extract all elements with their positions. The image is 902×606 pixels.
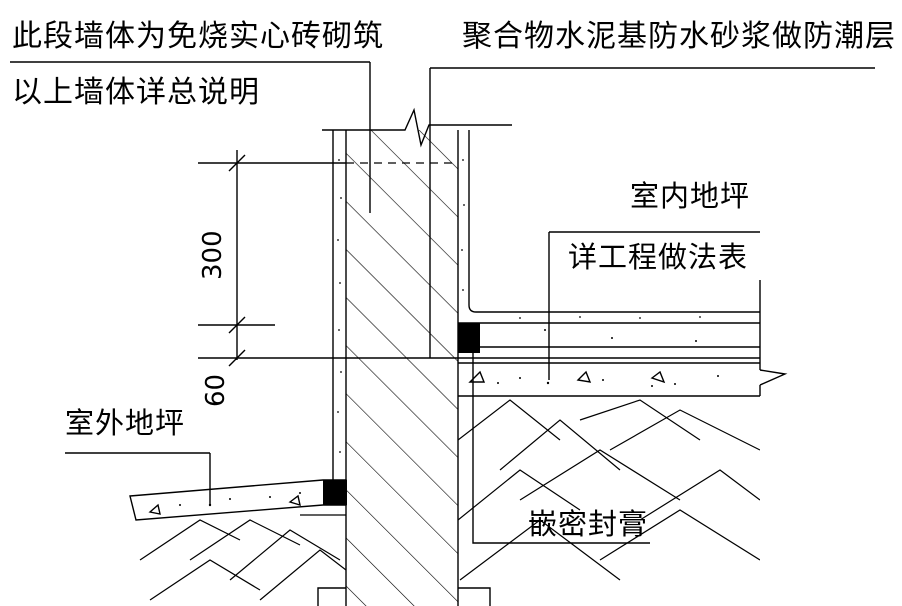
outdoor-sealant-block [323,480,347,505]
outdoor-soil [139,514,347,601]
masonry-wall [198,107,512,606]
dimension-upper: 300 [198,230,228,280]
dimension-line [198,150,346,367]
footing [317,587,491,606]
wall-note-line2: 以上墙体详总说明 [12,75,260,110]
label-leaders [10,61,875,544]
outdoor-apron [129,479,347,521]
sealant-label: 嵌密封膏 [528,507,649,541]
indoor-floor-line1: 室内地坪 [630,179,751,213]
outdoor-ground-label: 室外地坪 [65,406,186,440]
indoor-floor-slab [458,280,788,397]
indoor-floor-line2: 详工程做法表 [568,240,749,274]
dpc-note: 聚合物水泥基防水砂浆做防潮层 [462,19,896,54]
indoor-soil [458,399,760,581]
sealant-leader [472,345,650,544]
dimension-lower: 60 [201,373,231,407]
indoor-sealant-block [458,323,480,353]
wall-note-line1: 此段墙体为免烧实心砖砌筑 [12,19,384,54]
